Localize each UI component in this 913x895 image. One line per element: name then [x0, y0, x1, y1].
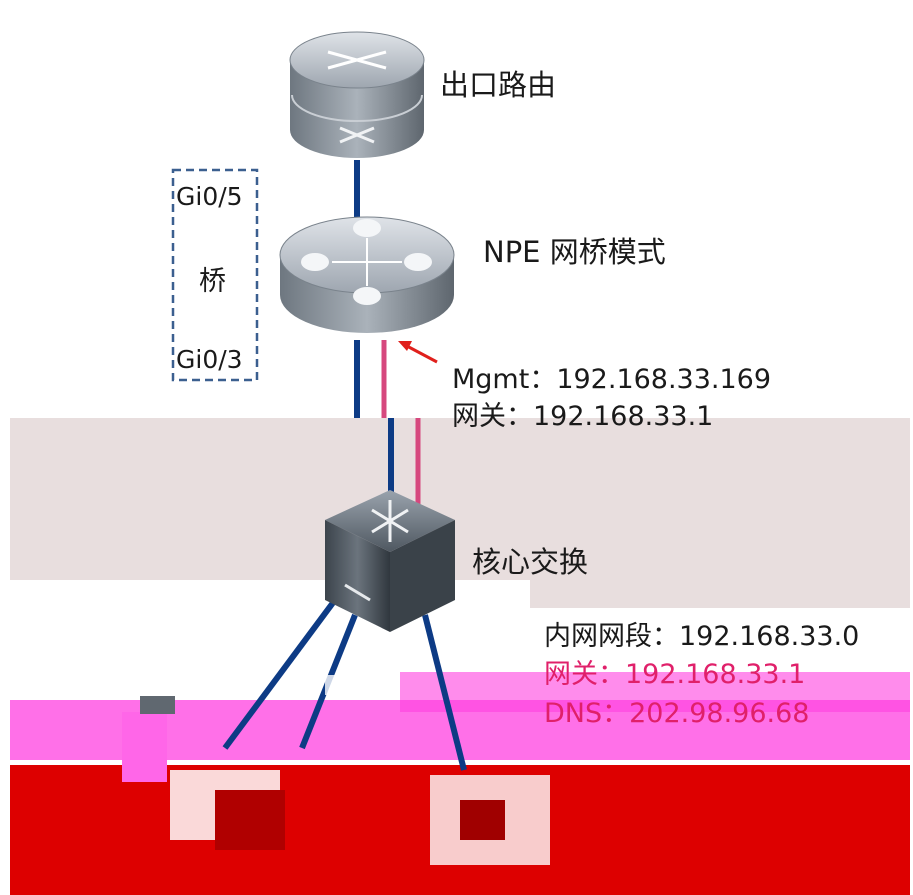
lan-dns-text: DNS：202.98.96.68 — [544, 698, 809, 729]
router-label: 出口路由 — [440, 68, 556, 102]
npe-gateway-text: 网关：192.168.33.1 — [452, 401, 713, 432]
bridge-port-bottom-label: Gi0/3 — [176, 345, 243, 374]
core-switch-label: 核心交换 — [472, 545, 588, 579]
exit-router-icon — [289, 31, 425, 158]
mgmt-arrow-icon — [398, 341, 438, 364]
lan-segment-text: 内网网段：192.168.33.0 — [544, 621, 859, 652]
npe-label: NPE 网桥模式 — [483, 235, 666, 269]
npe-mgmt-text: Mgmt：192.168.33.169 — [452, 364, 771, 395]
bridge-label: 桥 — [199, 266, 226, 297]
core-client-link-3 — [422, 614, 467, 771]
bridge-group-box — [171, 168, 259, 382]
bridge-port-top-label: Gi0/5 — [176, 182, 243, 211]
lan-gateway-text: 网关：192.168.33.1 — [544, 659, 805, 690]
client-devices-corrupted — [122, 675, 550, 865]
npe-device-icon — [279, 216, 455, 333]
core-switch-icon — [325, 490, 455, 632]
core-client-link-1 — [222, 598, 338, 750]
